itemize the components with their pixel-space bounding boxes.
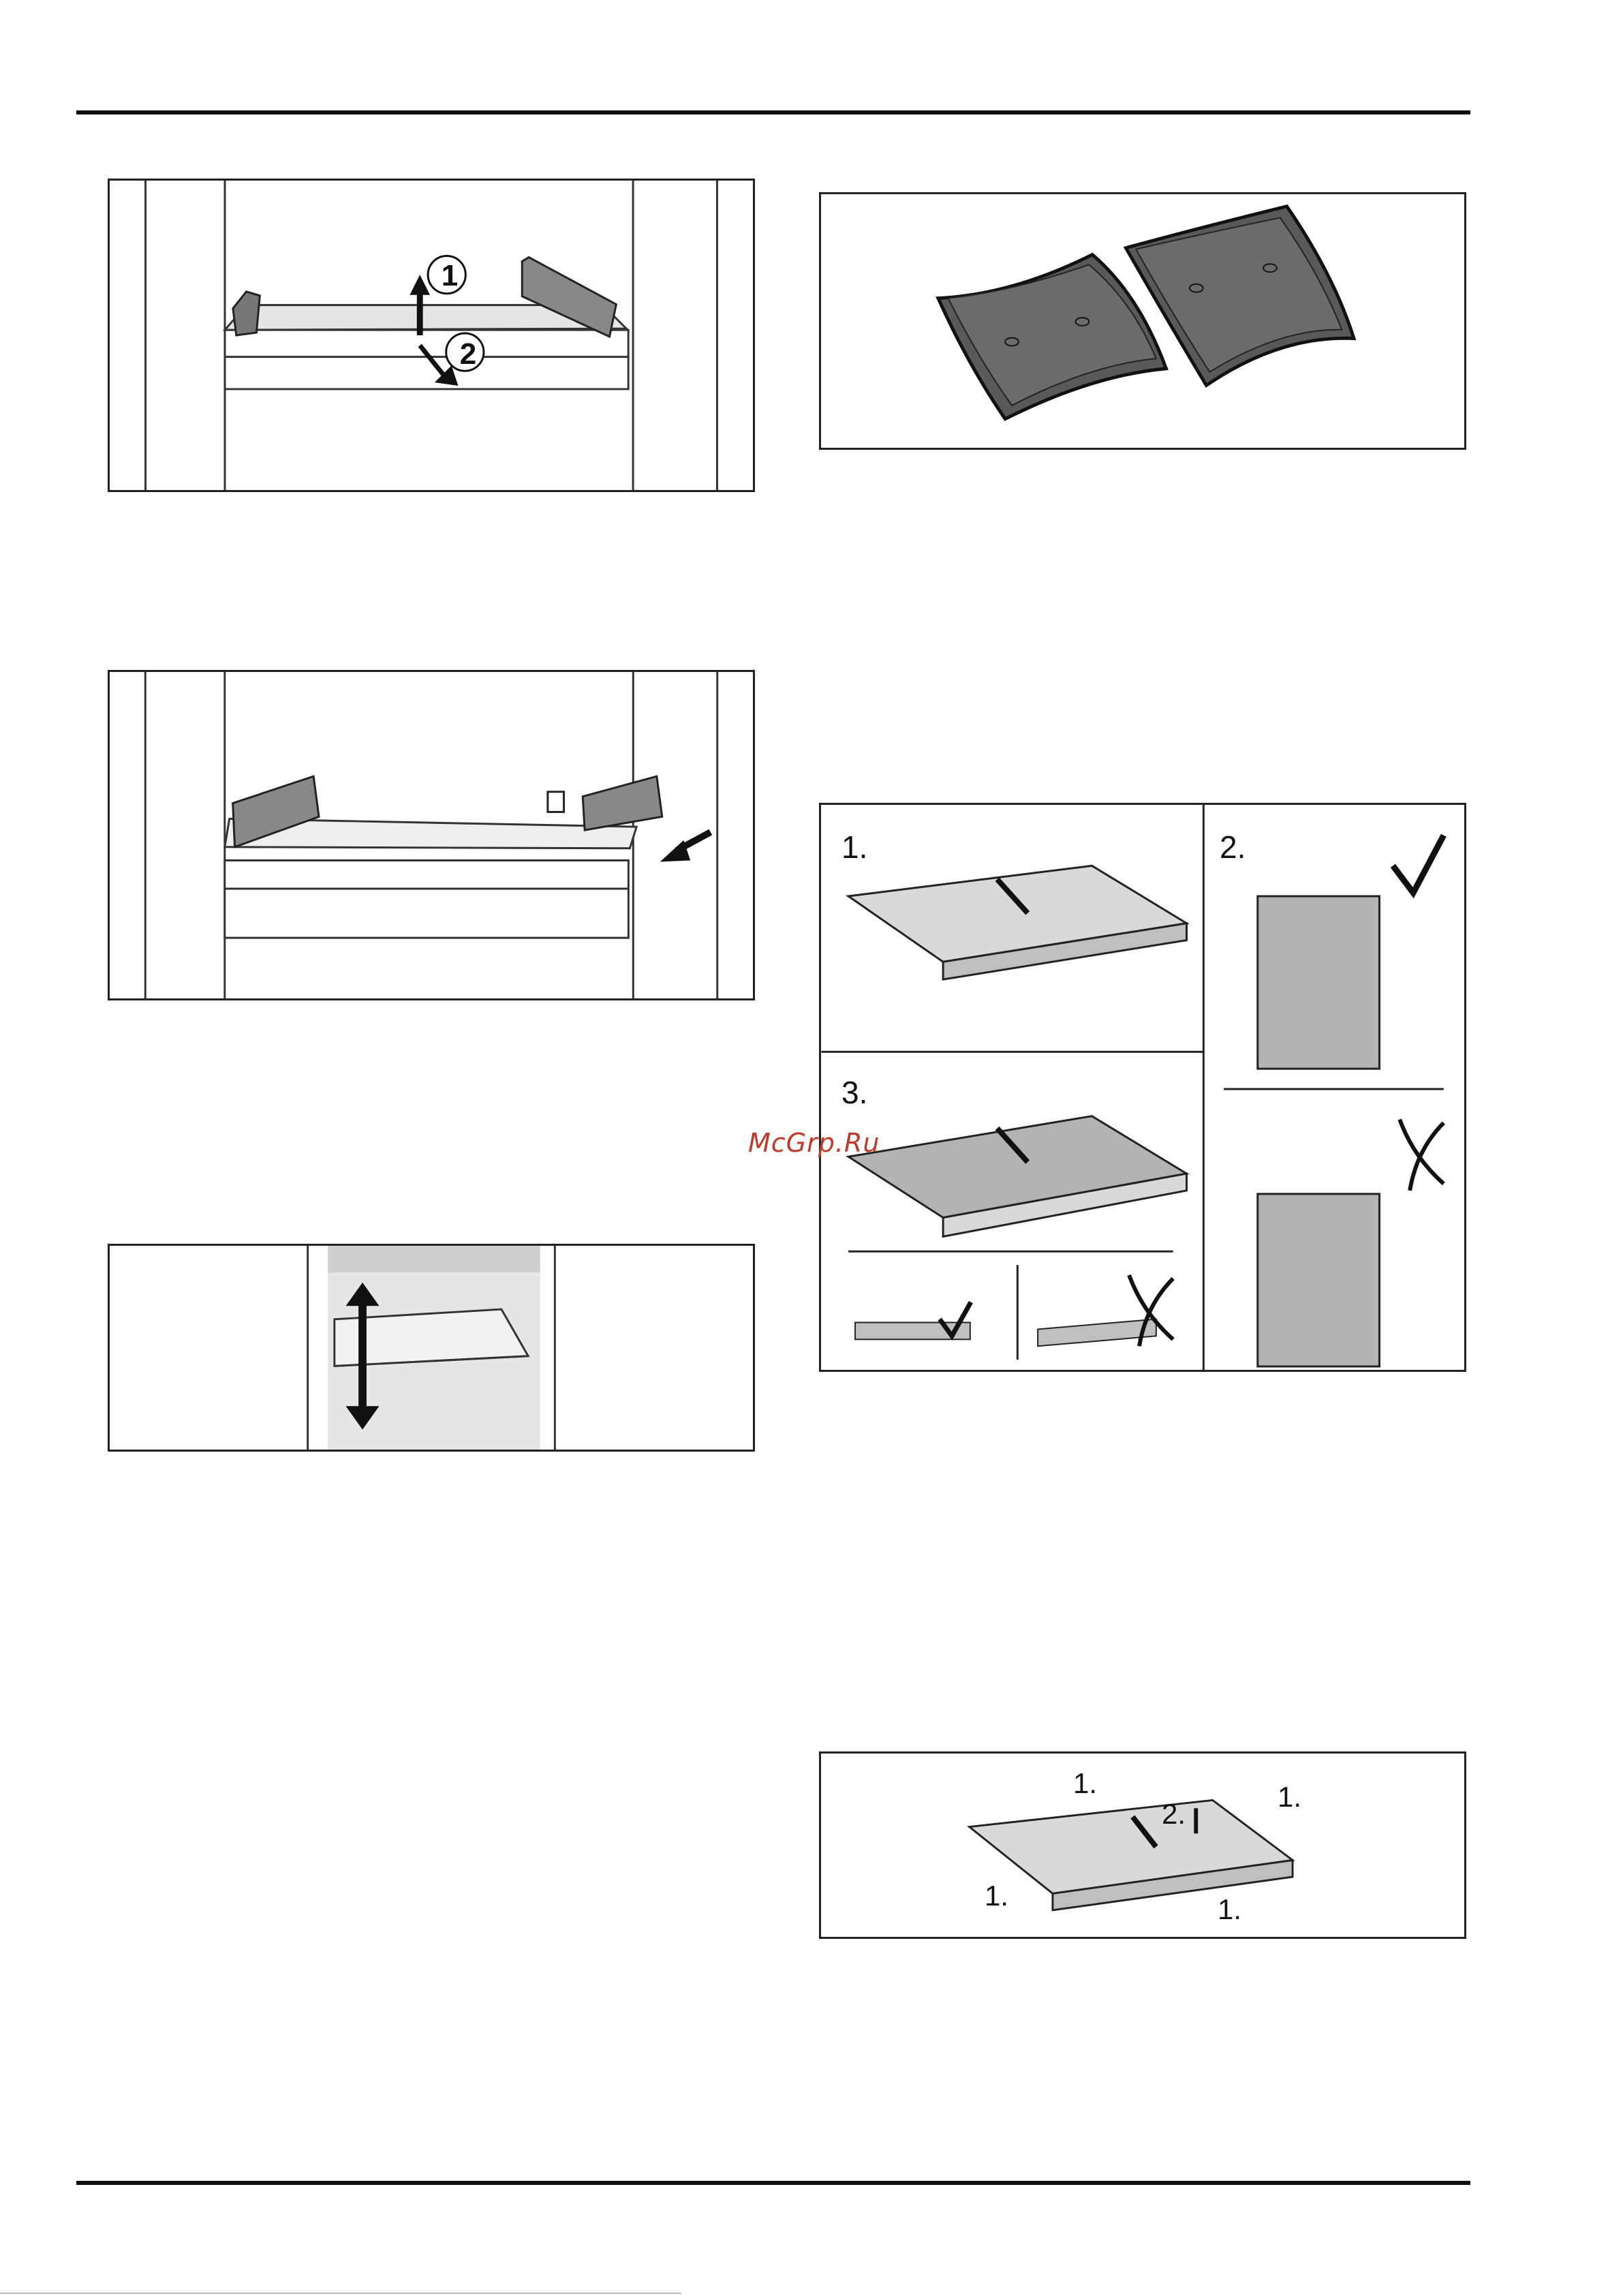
footer-rule [76, 2181, 1470, 2185]
watermark: McGrp.Ru [748, 1128, 880, 1158]
step-2-label: 2. [1220, 829, 1246, 866]
figure-filter-tray-open: 1. 1. 2. 1. 1. [819, 1751, 1466, 1939]
step-1-label: 1 [438, 259, 461, 293]
figure-odor-filter-pads [819, 192, 1466, 450]
step-1-label: 1. [1218, 1893, 1241, 1926]
figure-shelf-remove: 1 2 [108, 179, 755, 492]
filter-tray-fill-illustration [821, 805, 1464, 1370]
step-3-label: 3. [841, 1074, 867, 1111]
shelf-remove-illustration [110, 181, 753, 490]
step-1-label: 1. [841, 829, 867, 866]
header-rule [76, 110, 1470, 114]
figure-filter-tray-fill: 1. 2. 3. [819, 803, 1466, 1372]
odor-filter-pads-illustration [821, 194, 1464, 448]
drawer-height-illustration [110, 1246, 753, 1450]
figure-drawer-height [108, 1244, 755, 1452]
step-2-label: 2. [1162, 1798, 1186, 1831]
step-1-label: 1. [1073, 1767, 1097, 1800]
step-1-label: 1. [1278, 1781, 1301, 1813]
shelf-insert-illustration [110, 672, 753, 998]
step-1-label: 1. [985, 1880, 1008, 1912]
figure-shelf-insert [108, 670, 755, 1000]
step-2-label: 2 [457, 337, 480, 371]
footer-strip [0, 2293, 681, 2294]
filter-tray-open-illustration [821, 1754, 1464, 1937]
